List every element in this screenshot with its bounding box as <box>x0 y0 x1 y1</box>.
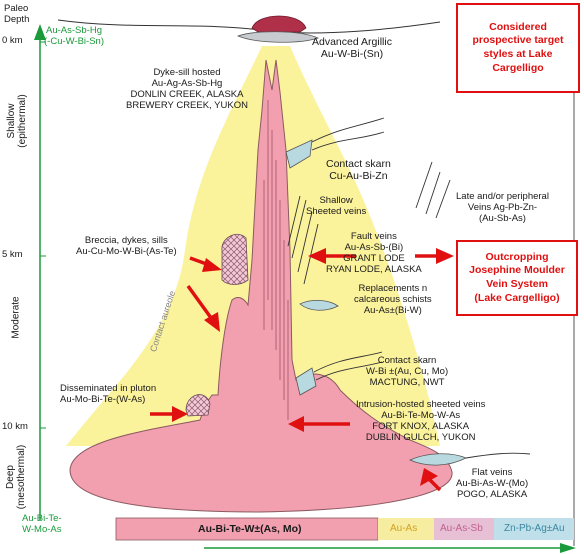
depth-ticks <box>40 41 46 429</box>
contact-skarn-lower <box>295 367 317 396</box>
label-intrusion-hosted: Intrusion-hosted sheeted veins Au-Bi-Te-… <box>356 399 486 443</box>
zone-moderate: Moderate <box>10 296 22 339</box>
contact-skarn-upper <box>285 139 313 169</box>
label-disseminated: Disseminated in pluton Au-Mo-Bi-Te-(W-As… <box>60 383 157 405</box>
depth-axis-arrowhead <box>34 24 46 40</box>
paleo-depth-label: Paleo Depth <box>4 3 30 25</box>
paleo-surface-line <box>57 19 441 34</box>
legend-bar-blue <box>494 518 574 540</box>
label-breccia: Breccia, dykes, sills Au-Cu-Mo-W-Bi-(As-… <box>76 235 177 257</box>
legend-au-as-sb-label: Au-As-Sb <box>440 523 483 534</box>
zone-shallow: Shallow (epithermal) <box>6 94 28 148</box>
label-shallow-sheeted: Shallow Sheeted veins <box>306 195 367 217</box>
stock-vein-streaks <box>263 100 289 420</box>
label-dyke-sill: Dyke-sill hosted Au-Ag-As-Sb-Hg DONLIN C… <box>126 67 248 111</box>
legend-pink-label: Au-Bi-Te-W±(As, Mo) <box>198 523 302 535</box>
legend-au-as-label: Au-As <box>390 523 418 534</box>
label-contact-skarn-2: Contact skarn W-Bi ±(Au, Cu, Mo) MACTUNG… <box>366 355 449 388</box>
callout-considered: Considered prospective target styles at … <box>456 3 580 93</box>
callout-outcropping: Outcropping Josephine Moulder Vein Syste… <box>456 240 578 316</box>
callout-considered-text: Considered prospective target styles at … <box>472 20 564 74</box>
label-replacements: Replacements n calcareous schists Au-As±… <box>354 283 432 316</box>
legend-zn-pb-label: Zn-Pb-Ag±Au <box>504 523 565 534</box>
bottom-elements-label: Au-Bi-Te- W-Mo-As <box>22 513 62 535</box>
replacement-lens <box>299 300 339 311</box>
depth-tick-5: 5 km <box>2 249 23 260</box>
top-elements-label: Au-As-Sb-Hg (-Cu-W-Bi-Sn) <box>44 25 104 47</box>
advanced-argillic-cap <box>251 15 307 33</box>
zone-deep: Deep (mesothermal) <box>5 444 27 510</box>
legend-bar-lavender <box>434 518 494 540</box>
legend-bar-yellow <box>378 518 434 540</box>
breccia-pipe <box>221 233 249 285</box>
label-flat-veins: Flat veins Au-Bi-As-W-(Mo) POGO, ALASKA <box>456 467 529 500</box>
label-contact-skarn-1: Contact skarn Cu-Au-Bi-Zn <box>326 158 391 183</box>
bottom-axis-arrowhead <box>560 543 576 553</box>
label-fault-veins: Fault veins Au-As-Sb-(Bi) GRANT LODE RYA… <box>326 231 422 275</box>
depth-tick-10: 10 km <box>2 421 28 432</box>
vein-lines <box>287 117 531 459</box>
label-advanced-argillic: Advanced Argillic Au-W-Bi-(Sn) <box>312 36 392 61</box>
depth-tick-0: 0 km <box>2 35 23 46</box>
disseminated-body <box>185 394 211 417</box>
label-late-peripheral: Late and/or peripheral Veins Ag-Pb-Zn- (… <box>456 191 549 224</box>
argillic-lens <box>236 31 320 43</box>
callout-outcropping-text: Outcropping Josephine Moulder Vein Syste… <box>469 250 565 304</box>
